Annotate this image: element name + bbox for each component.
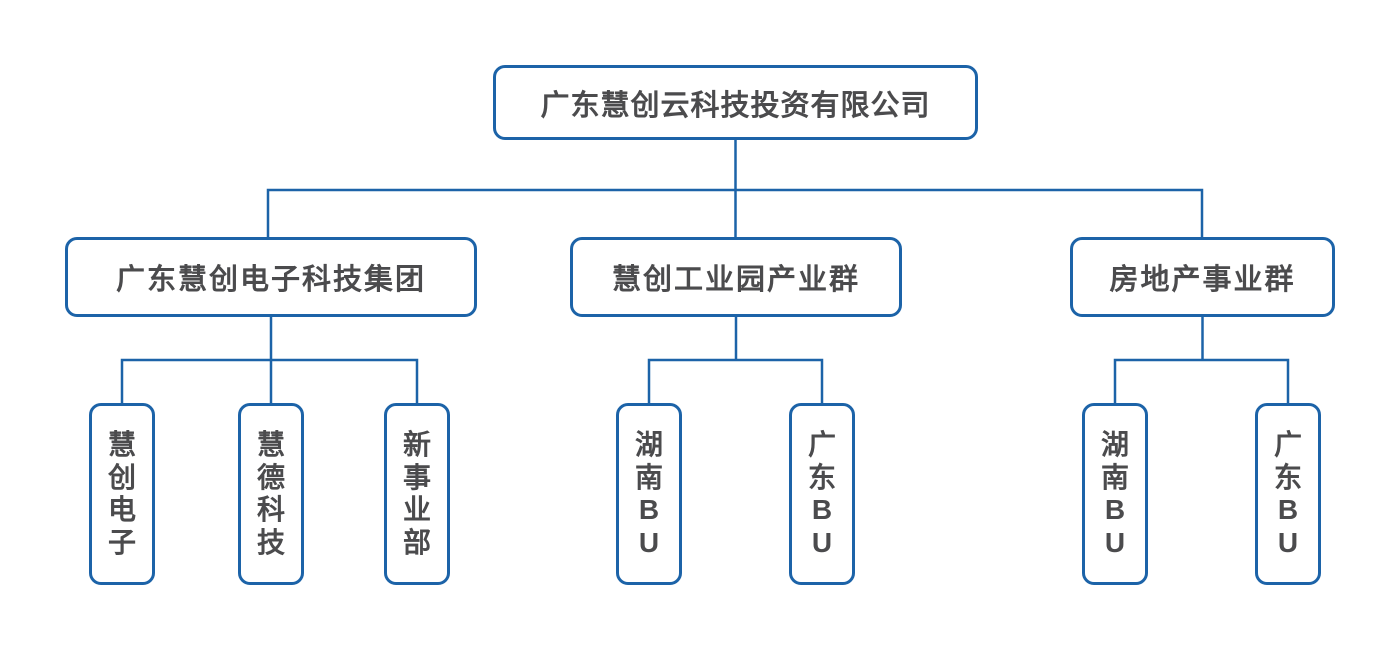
org-node-group-label: 慧创工业园产业群: [611, 264, 860, 296]
org-node-group-label: 房地产事业群: [1109, 264, 1296, 296]
org-node-group-industrial-park: 慧创工业园产业群: [570, 237, 902, 317]
org-node-leaf-label: 慧德科技: [256, 429, 285, 558]
org-node-leaf-huichuang-electronics: 慧创电子: [89, 403, 155, 585]
org-node-root-label: 广东慧创云科技投资有限公司: [540, 89, 931, 122]
org-node-leaf-label: 新事业部: [402, 429, 431, 558]
org-node-group-electronics: 广东慧创电子科技集团: [65, 237, 477, 317]
org-node-group-label: 广东慧创电子科技集团: [115, 264, 426, 296]
org-node-leaf-new-business: 新事业部: [384, 403, 450, 585]
org-node-leaf-label: 慧创电子: [107, 429, 136, 558]
org-node-group-real-estate: 房地产事业群: [1070, 237, 1335, 317]
org-node-leaf-huide-tech: 慧德科技: [238, 403, 304, 585]
org-node-root: 广东慧创云科技投资有限公司: [493, 65, 978, 140]
